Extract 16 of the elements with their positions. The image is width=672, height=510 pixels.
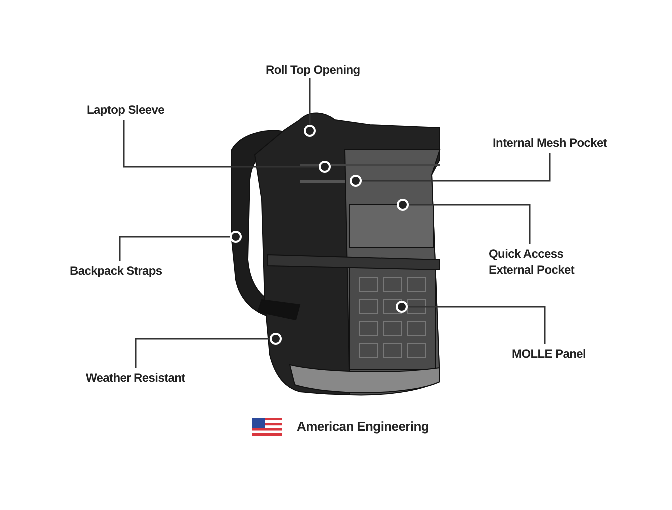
leader-line (408, 306, 546, 344)
footer-text: American Engineering (297, 419, 429, 435)
leader-line (409, 204, 531, 244)
leader-line (123, 120, 319, 168)
callout-label: Laptop Sleeve (87, 102, 164, 118)
callout-label: Quick Access External Pocket (489, 246, 599, 278)
leader-line (362, 153, 551, 182)
callout-label: Roll Top Opening (266, 62, 360, 78)
leader-line (309, 78, 311, 125)
leader-line (119, 236, 230, 261)
leader-line (135, 338, 270, 368)
callout-label: MOLLE Panel (512, 346, 586, 362)
callout-point (230, 231, 242, 243)
callout-label: Internal Mesh Pocket (493, 135, 608, 151)
callout-label: Weather Resistant (86, 370, 186, 386)
callout-label: Backpack Straps (70, 263, 162, 279)
